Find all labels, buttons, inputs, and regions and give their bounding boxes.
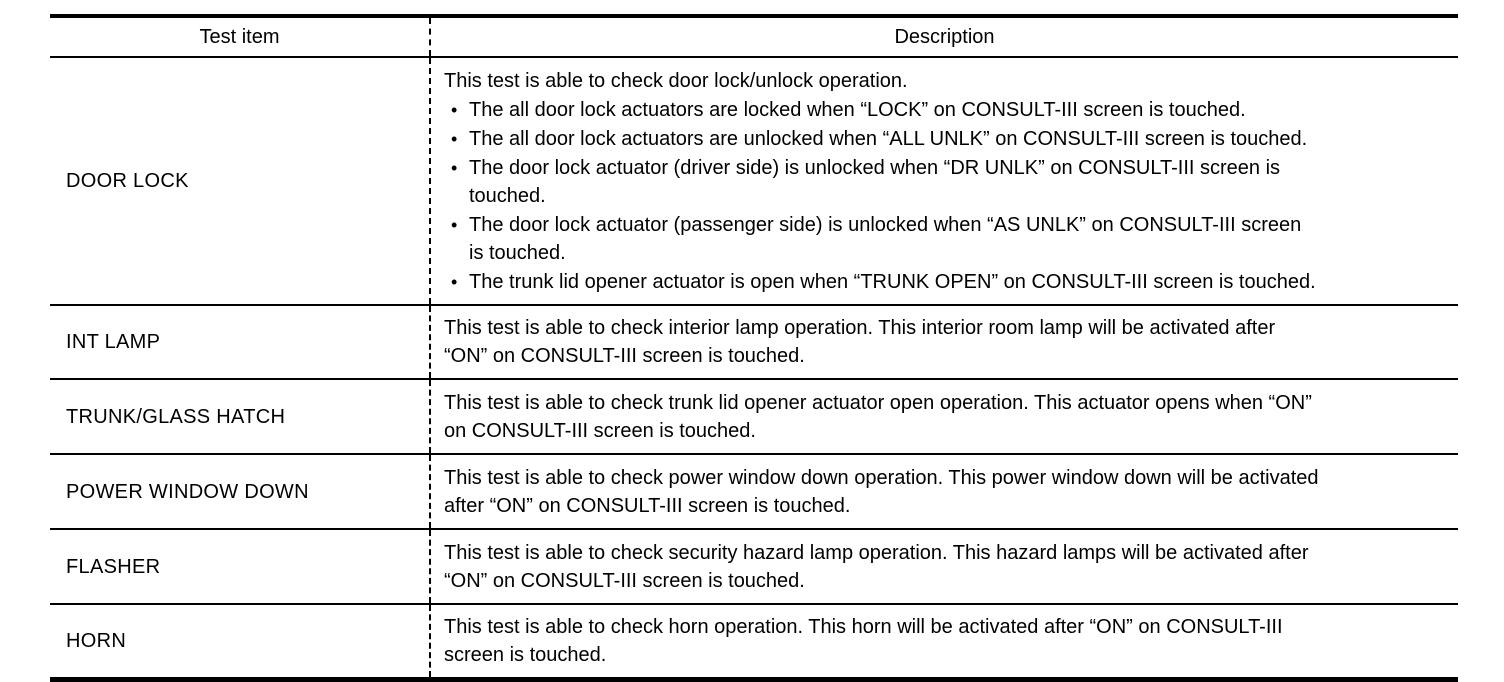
table-row: TRUNK/GLASS HATCH This test is able to c… xyxy=(50,379,1458,455)
header-test-item: Test item xyxy=(50,16,431,58)
test-item-cell: INT LAMP xyxy=(50,305,431,380)
table-row: POWER WINDOW DOWN This test is able to c… xyxy=(50,454,1458,530)
test-item-cell: DOOR LOCK xyxy=(50,57,431,306)
bullet-item: The all door lock actuators are unlocked… xyxy=(444,125,1444,153)
bullet-list: The all door lock actuators are locked w… xyxy=(444,96,1444,296)
description-text: This test is able to check trunk lid ope… xyxy=(444,391,1312,442)
header-description: Description xyxy=(430,16,1458,58)
table-row: FLASHER This test is able to check secur… xyxy=(50,529,1458,605)
table-row: DOOR LOCK This test is able to check doo… xyxy=(50,57,1458,306)
description-cell: This test is able to check horn operatio… xyxy=(430,604,1458,681)
bullet-item: The trunk lid opener actuator is open wh… xyxy=(444,268,1444,296)
header-row: Test item Description xyxy=(50,16,1458,58)
description-cell: This test is able to check security haza… xyxy=(430,529,1458,605)
test-item-cell: FLASHER xyxy=(50,529,431,605)
description-text: This test is able to check horn operatio… xyxy=(444,616,1283,666)
table-row: HORN This test is able to check horn ope… xyxy=(50,604,1458,681)
description-text: This test is able to check interior lamp… xyxy=(444,317,1276,367)
description-cell: This test is able to check door lock/unl… xyxy=(430,57,1458,306)
test-item-cell: HORN xyxy=(50,604,431,681)
bullet-item: The all door lock actuators are locked w… xyxy=(444,96,1444,124)
description-text: This test is able to check power window … xyxy=(444,466,1319,517)
bullet-item: The door lock actuator (passenger side) … xyxy=(444,211,1444,267)
description-text: This test is able to check door lock/unl… xyxy=(444,69,908,92)
description-cell: This test is able to check trunk lid ope… xyxy=(430,379,1458,455)
test-item-cell: POWER WINDOW DOWN xyxy=(50,454,431,530)
consult-test-table: Test item Description DOOR LOCK This tes… xyxy=(50,14,1458,682)
bullet-item: The door lock actuator (driver side) is … xyxy=(444,154,1444,210)
description-cell: This test is able to check interior lamp… xyxy=(430,305,1458,380)
description-text: This test is able to check security haza… xyxy=(444,541,1309,592)
description-cell: This test is able to check power window … xyxy=(430,454,1458,530)
table-row: INT LAMP This test is able to check inte… xyxy=(50,305,1458,380)
test-item-cell: TRUNK/GLASS HATCH xyxy=(50,379,431,455)
